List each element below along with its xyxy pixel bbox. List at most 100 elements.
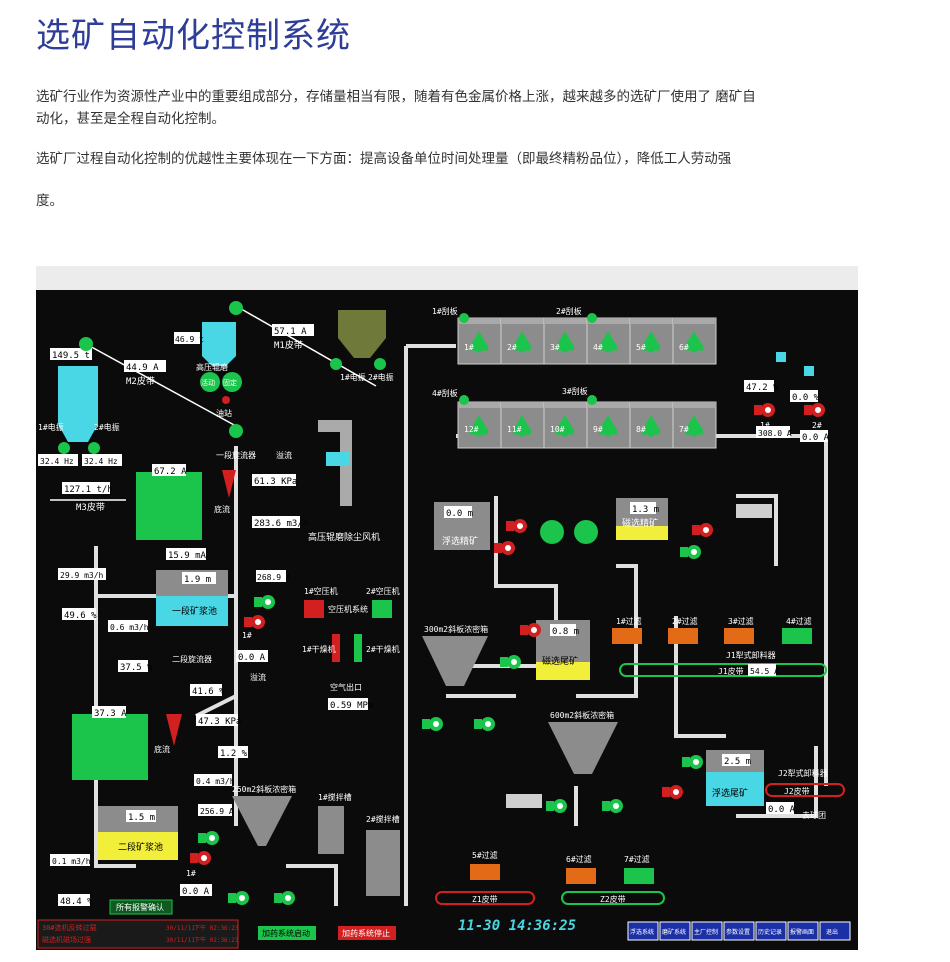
- article-paragraph-3: 度。: [36, 193, 63, 209]
- belt-z1: [435, 891, 535, 905]
- pump-mt-2[interactable]: [500, 655, 521, 669]
- label-move: 活动: [201, 378, 215, 387]
- label-mix2: 2#搅拌槽: [366, 814, 400, 824]
- mag-sep-2-icon[interactable]: [574, 520, 598, 544]
- dust-fan-icon[interactable]: [326, 452, 350, 466]
- nav-bar: 浮选系统 磨矿系统 主厂控制 参数设置 历史记录 报警画面 退出: [627, 921, 851, 941]
- air-compressor-1[interactable]: [304, 600, 324, 618]
- filter-4[interactable]: [782, 628, 812, 644]
- pump-250b[interactable]: [274, 891, 295, 905]
- filter-1[interactable]: [612, 628, 642, 644]
- svg-text:1.2 %: 1.2 %: [220, 749, 248, 759]
- readout-r33: 47.2 %: [744, 380, 779, 393]
- pump-250a[interactable]: [228, 891, 249, 905]
- distributor-mid: [506, 794, 542, 808]
- valve-right-2[interactable]: [804, 366, 814, 376]
- svg-text:47.2 %: 47.2 %: [746, 383, 779, 393]
- filter-2[interactable]: [668, 628, 698, 644]
- valve-right-1[interactable]: [776, 352, 786, 362]
- filter-7[interactable]: [624, 868, 654, 884]
- scraper-4-icon[interactable]: [459, 395, 469, 405]
- filter-5[interactable]: [470, 864, 500, 880]
- pump-600-1[interactable]: [546, 799, 567, 813]
- pump-t1b[interactable]: [244, 615, 265, 629]
- label-f3: 3#过滤: [728, 616, 754, 626]
- roller-move-icon[interactable]: [200, 372, 220, 392]
- nav-exit-button[interactable]: [819, 921, 851, 941]
- pump-t1a[interactable]: [254, 595, 275, 609]
- cell-label-12: 12#: [464, 425, 479, 434]
- pump-ft-1[interactable]: [682, 755, 703, 769]
- label-p2: 1#: [186, 869, 196, 878]
- pump-fc-2[interactable]: [494, 541, 515, 555]
- flotation-row-1: [458, 318, 716, 364]
- log-row2-text: 磁选机磁场过强: [42, 935, 91, 944]
- svg-text:0.6 m3/h: 0.6 m3/h: [110, 623, 149, 632]
- pump-mc-1[interactable]: [692, 523, 713, 537]
- label-scr4: 4#刮板: [432, 388, 458, 398]
- cell-label-9: 9#: [593, 425, 603, 434]
- roller-fix-icon[interactable]: [222, 372, 242, 392]
- readout-r17: 0.0 A: [236, 650, 268, 663]
- readout-r18: 37.5 %: [118, 660, 153, 673]
- thickener-250: [232, 796, 292, 846]
- label-ac1: 1#空压机: [304, 586, 338, 596]
- label-f5: 5#过滤: [472, 850, 498, 860]
- svg-text:0.0 %: 0.0 %: [792, 393, 820, 403]
- pump-right-2[interactable]: [804, 403, 825, 417]
- nav-main-button[interactable]: [691, 921, 723, 941]
- svg-text:149.5 t: 149.5 t: [52, 351, 90, 361]
- air-compressor-2[interactable]: [372, 600, 392, 618]
- scraper-2-icon[interactable]: [587, 313, 597, 323]
- pump-ft-2[interactable]: [662, 785, 683, 799]
- scraper-1-icon[interactable]: [459, 313, 469, 323]
- dosing-stop-button[interactable]: [338, 926, 396, 940]
- pump-t2b[interactable]: [190, 851, 211, 865]
- readout-r9: 61.3 KPa: [252, 474, 297, 487]
- label-ac2: 2#空压机: [366, 586, 400, 596]
- nav-grind-button[interactable]: [659, 921, 691, 941]
- scraper-3-icon[interactable]: [587, 395, 597, 405]
- label-thick300: 300m2斜板浓密箱: [424, 624, 488, 634]
- nav-history-button[interactable]: [755, 921, 787, 941]
- cell-label-1: 1#: [464, 343, 474, 352]
- filter-6[interactable]: [566, 868, 596, 884]
- alarm-confirm-button[interactable]: [109, 899, 173, 915]
- label-acs: 空压机系统: [328, 604, 368, 614]
- svg-text:37.5 %: 37.5 %: [120, 663, 153, 673]
- readout-r22: 0.4 m3/h: [194, 774, 235, 786]
- filter-3[interactable]: [724, 628, 754, 644]
- vibrator-2-icon[interactable]: [88, 442, 100, 454]
- label-f4: 4#过滤: [786, 616, 812, 626]
- nav-main-label: 主厂控制: [694, 928, 718, 936]
- mag-sep-1-icon[interactable]: [540, 520, 564, 544]
- pump-300-1[interactable]: [422, 717, 443, 731]
- nav-param-button[interactable]: [723, 921, 755, 941]
- vibrator-1-icon[interactable]: [58, 442, 70, 454]
- label-thick600: 600m2斜板浓密箱: [550, 710, 614, 720]
- label-f1: 1#过滤: [616, 616, 642, 626]
- pump-fc-1[interactable]: [506, 519, 527, 533]
- nav-float-button[interactable]: [627, 921, 659, 941]
- nav-alarm-button[interactable]: [787, 921, 819, 941]
- label-ball: 去球团: [802, 810, 826, 820]
- pump-mc-2[interactable]: [680, 545, 701, 559]
- dryer-1[interactable]: [332, 634, 340, 662]
- cell-label-5: 5#: [636, 343, 646, 352]
- pump-300-2[interactable]: [474, 717, 495, 731]
- label-e1b: 1#电振: [340, 372, 366, 382]
- thickener-300: [422, 636, 488, 686]
- label-floatt: 浮选尾矿: [712, 787, 748, 799]
- dosing-start-button[interactable]: [258, 926, 316, 940]
- label-scr2: 2#刮板: [556, 306, 582, 316]
- readout-r12: 29.9 m3/h: [58, 568, 106, 580]
- oil-station-icon[interactable]: [222, 396, 230, 404]
- pump-600-2[interactable]: [602, 799, 623, 813]
- label-z2: Z2皮带: [600, 894, 626, 904]
- dryer-2[interactable]: [354, 634, 362, 662]
- pump-mt-1[interactable]: [520, 623, 541, 637]
- ball-mill-1: [136, 472, 202, 540]
- readout-r13: 49.6 %: [62, 608, 97, 621]
- pump-right-1[interactable]: [754, 403, 775, 417]
- pump-t2a[interactable]: [198, 831, 219, 845]
